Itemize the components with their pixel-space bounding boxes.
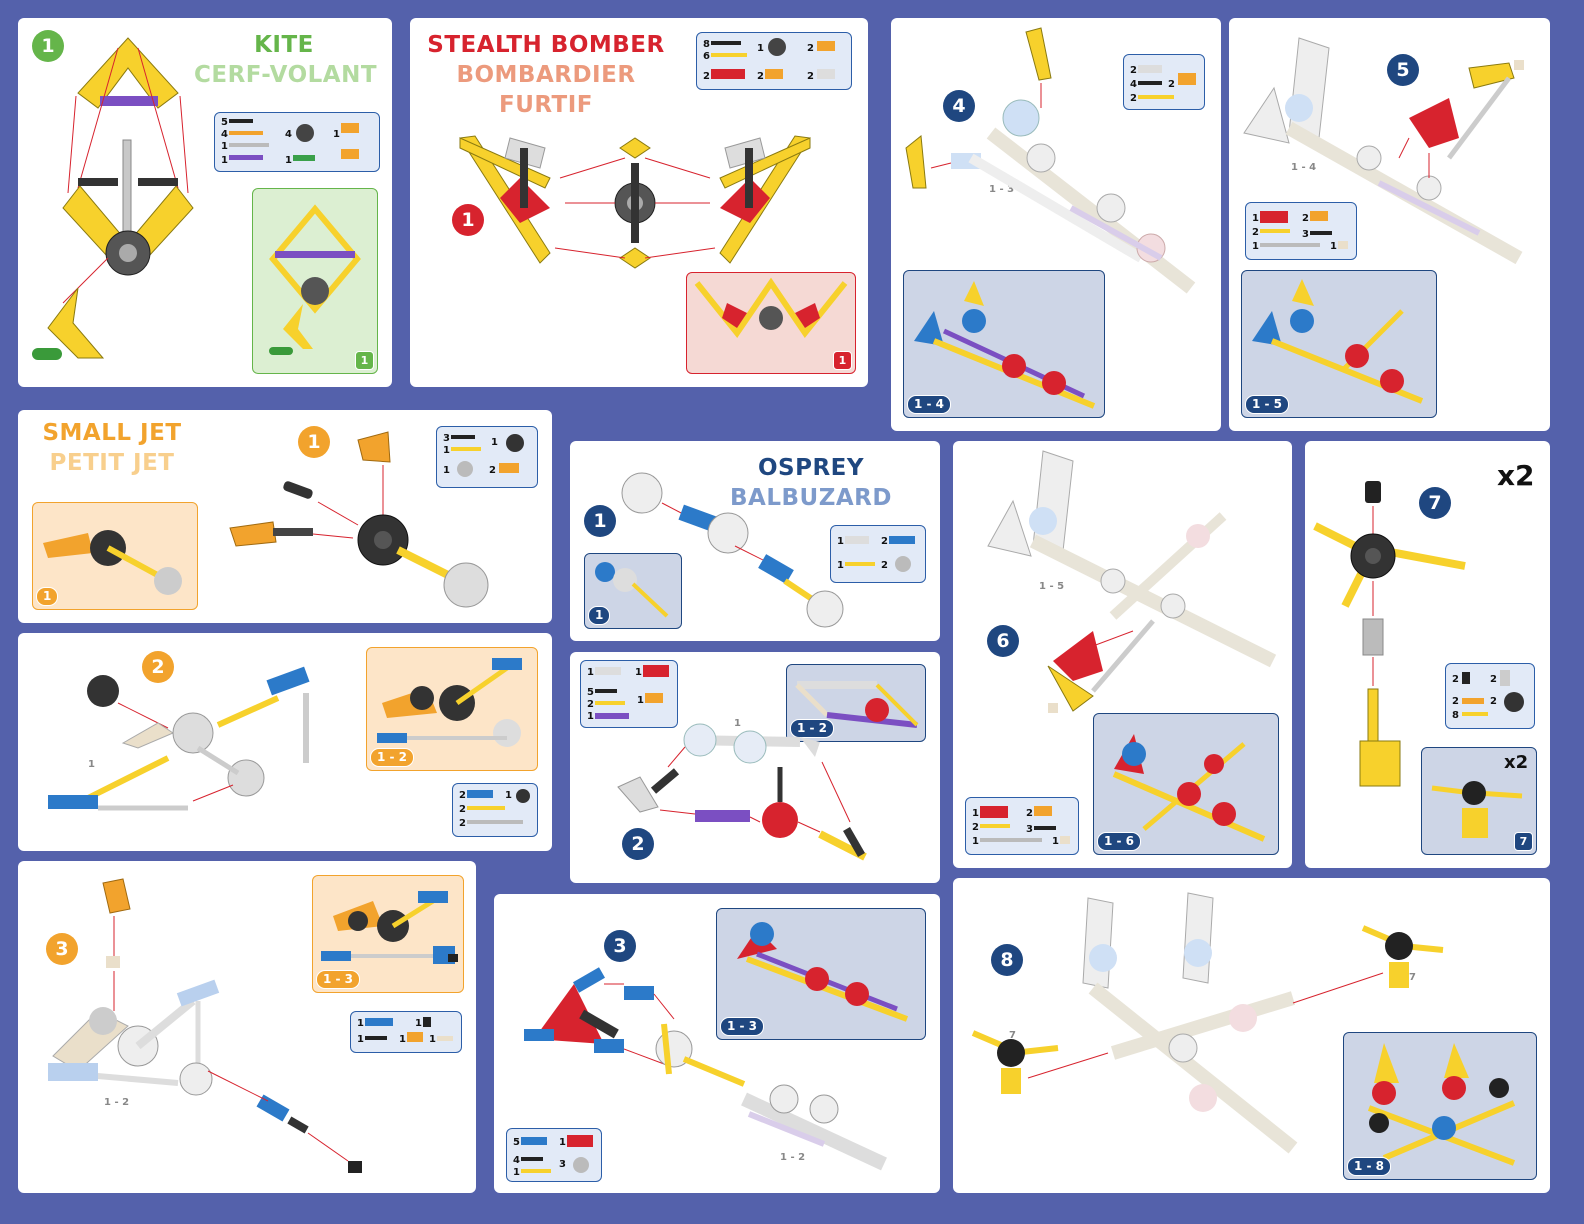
inset-tag: 1 - 4 — [907, 395, 951, 414]
inset-tag: 1 - 6 — [1097, 832, 1141, 851]
inset-tag: 1 - 5 — [1245, 395, 1289, 414]
step4-preview: 1 - 4 — [903, 270, 1105, 418]
step2-preview: 1 - 2 — [366, 647, 538, 771]
parts-list: 1 1 1 1 1 — [350, 1011, 462, 1053]
step7-preview: x2 7 — [1421, 747, 1537, 855]
small-jet-step3-panel: 3 1 - 2 1 - 3 — [18, 861, 476, 1193]
small-jet-step2-panel: 2 1 1 - 2 2 1 2 2 — [18, 633, 552, 851]
kite-panel: 1 KITE CERF-VOLANT 5 4 1 1 4 1 1 — [18, 18, 392, 387]
inset-tag: 1 - 2 — [370, 748, 414, 767]
inset-tag: 1 - 8 — [1347, 1157, 1391, 1176]
osprey-step6-panel: 6 1 - 5 1 2 2 3 1 1 — [953, 441, 1292, 868]
parts-list: 2 1 2 2 — [452, 783, 538, 837]
inset-tag: 1 - 3 — [316, 970, 360, 989]
small-jet-step1-panel: SMALL JET PETIT JET 1 1 3 1 1 1 2 — [18, 410, 552, 623]
parts-list: 1 2 2 3 1 1 — [965, 797, 1079, 855]
parts-list: 2 4 2 2 — [1123, 54, 1205, 110]
stealth-preview: 1 — [686, 272, 856, 374]
inset-badge: 7 — [1514, 832, 1533, 851]
inset-tag: 1 — [588, 606, 610, 625]
inset-badge: 1 — [355, 351, 374, 370]
osprey-step3-panel: 3 1 - 2 1 - 3 5 1 4 1 3 — [494, 894, 940, 1193]
step8-preview: 1 - 8 — [1343, 1032, 1537, 1180]
osprey-step2-panel: 2 1 1 1 5 2 1 1 1 - 2 — [570, 652, 940, 883]
step2-diagram — [570, 652, 940, 883]
parts-list: 1 2 2 3 1 1 — [1245, 202, 1357, 260]
kite-preview: 1 — [252, 188, 378, 374]
step1-preview: 1 — [584, 553, 682, 629]
stealth-bomber-panel: STEALTH BOMBER BOMBARDIER FURTIF 1 8 6 2… — [410, 18, 868, 387]
parts-list: 5 4 1 1 4 1 1 — [214, 112, 380, 172]
parts-list: 8 6 2 1 2 2 2 — [696, 32, 852, 90]
step5-preview: 1 - 5 — [1241, 270, 1437, 418]
parts-list: 5 1 4 1 3 — [506, 1128, 602, 1182]
osprey-step8-panel: 8 1 - 6 7 7 1 — [953, 878, 1550, 1193]
step3-preview: 1 - 3 — [312, 875, 464, 993]
osprey-step5-panel: 5 1 - 4 1 2 2 3 1 1 — [1229, 18, 1550, 431]
osprey-step7-panel: x2 7 2 2 2 2 8 x2 — [1305, 441, 1550, 868]
parts-list: 2 2 2 2 8 — [1445, 663, 1535, 729]
step6-preview: 1 - 6 — [1093, 713, 1279, 855]
parts-list: 1 2 1 2 — [830, 525, 926, 583]
osprey-step4-panel: 4 1 - 3 2 4 2 2 — [891, 18, 1221, 431]
parts-list: 3 1 1 1 2 — [436, 426, 538, 488]
inset-badge: 1 — [833, 351, 852, 370]
osprey-step1-panel: OSPREY BALBUZARD 1 1 1 2 1 2 — [570, 441, 940, 641]
